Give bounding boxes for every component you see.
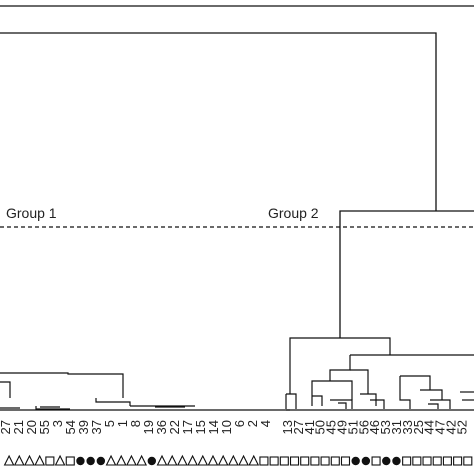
leaf-label: 46 [367, 420, 382, 434]
leaf-label: 19 [141, 420, 156, 434]
leaf-label: 14 [206, 420, 221, 434]
leaf-label: 42 [444, 420, 459, 434]
leaf-label: 1 [115, 420, 130, 427]
leaf-label: 51 [345, 420, 360, 434]
square-marker [289, 456, 300, 466]
square-marker [65, 456, 75, 466]
leaf-label: 47 [433, 420, 448, 434]
leaf-label: 44 [422, 420, 437, 434]
group1-cluster [0, 372, 290, 411]
triangle-marker [176, 454, 188, 466]
leaf-label: 21 [11, 420, 26, 434]
triangle-marker [54, 454, 66, 466]
leaf-label: 4 [258, 420, 273, 427]
dot-marker [86, 456, 95, 466]
square-marker [45, 456, 55, 466]
leaf-label: 55 [37, 420, 52, 434]
leaf-label: 37 [89, 420, 104, 434]
leaf-label: 39 [76, 420, 91, 434]
marker-row [3, 454, 473, 466]
leaf-label: 50 [313, 420, 328, 434]
leaf-label: 45 [324, 420, 339, 434]
leaf-label: 2 [245, 420, 260, 427]
square-marker [402, 456, 412, 466]
triangle-marker [197, 454, 209, 466]
triangle-marker [187, 454, 198, 466]
square-marker [463, 456, 473, 466]
group2-label: Group 2 [268, 205, 319, 221]
leaf-label: 27 [291, 420, 306, 434]
leaf-label: 33 [400, 420, 415, 434]
leaf-label: 6 [232, 420, 247, 427]
square-marker [340, 456, 351, 466]
dot-marker [147, 456, 157, 466]
leaf-label: 13 [280, 420, 295, 434]
square-marker [412, 456, 422, 466]
dot-marker [76, 456, 85, 466]
triangle-marker [238, 454, 249, 466]
square-marker [269, 456, 279, 466]
square-marker [442, 456, 452, 466]
square-marker [422, 456, 432, 466]
triangle-marker [227, 454, 239, 466]
triangle-marker [105, 454, 117, 466]
dot-marker [361, 456, 371, 466]
leaf-label: 8 [128, 420, 143, 427]
leaf-label: 22 [167, 420, 182, 434]
group2-cluster [285, 337, 474, 411]
leaf-label: 41 [302, 420, 317, 434]
triangle-marker [126, 454, 137, 466]
leaf-label: 53 [378, 420, 393, 434]
triangle-marker [166, 454, 178, 466]
leaf-label: 15 [193, 420, 208, 434]
leaf-label: 17 [180, 420, 195, 434]
triangle-marker [3, 454, 15, 466]
leaf-label: 31 [389, 420, 404, 434]
leaf-label: 5 [102, 420, 117, 427]
square-marker [279, 456, 289, 466]
leaf-label: 10 [219, 420, 234, 434]
dot-marker [351, 456, 360, 466]
square-marker [371, 456, 381, 466]
leaf-label: 3 [50, 420, 65, 427]
dot-marker [382, 456, 391, 466]
leaf-label: 49 [335, 420, 350, 434]
triangle-marker [217, 454, 229, 466]
square-marker [300, 456, 310, 466]
square-marker [259, 456, 269, 466]
leaf-label: 52 [454, 420, 469, 434]
top-branches [0, 32, 474, 338]
square-marker [432, 456, 442, 466]
triangle-marker [207, 454, 219, 466]
dot-marker [96, 456, 106, 466]
triangle-marker [115, 454, 127, 466]
triangle-marker [13, 454, 25, 466]
triangle-marker [136, 454, 148, 466]
triangle-marker [24, 454, 35, 466]
leaf-label: 54 [63, 420, 78, 434]
group1-label: Group 1 [6, 205, 57, 221]
leaf-label: 25 [411, 420, 426, 434]
square-marker [320, 456, 330, 466]
leaf-label: 56 [356, 420, 371, 434]
triangle-marker [248, 454, 260, 466]
leaf-label: 27 [0, 420, 13, 434]
square-marker [310, 456, 320, 466]
triangle-marker [156, 454, 168, 466]
square-marker [330, 456, 340, 466]
triangle-marker [34, 454, 46, 466]
square-marker [453, 456, 463, 466]
leaf-label: 20 [24, 420, 39, 434]
leaf-label: 36 [154, 420, 169, 434]
dot-marker [392, 456, 401, 466]
